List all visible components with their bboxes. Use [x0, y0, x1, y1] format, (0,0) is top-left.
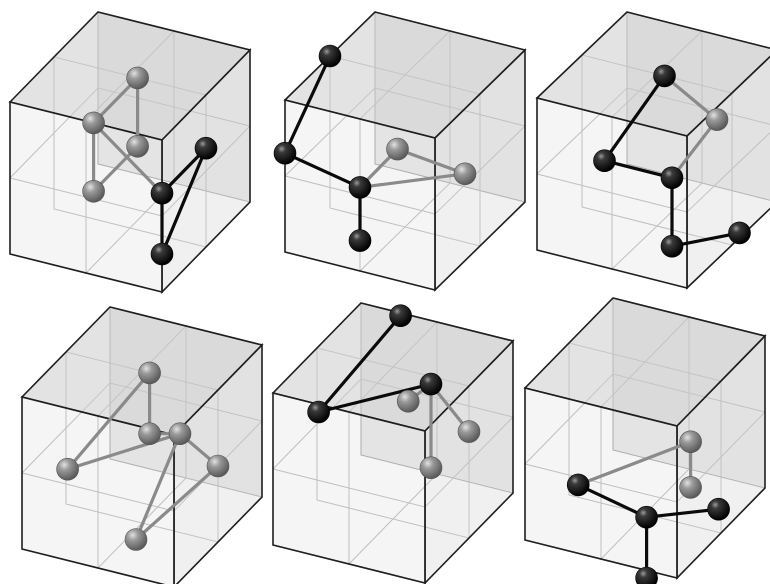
black-atom — [707, 497, 730, 521]
gray-atom — [453, 162, 477, 186]
black-bond — [283, 54, 332, 155]
gray-bond — [358, 172, 467, 189]
black-atom — [660, 166, 684, 190]
gray-bond — [65, 432, 182, 471]
gray-atom — [124, 528, 148, 551]
gray-atom — [126, 135, 149, 158]
black-atom — [307, 400, 330, 424]
gray-atom — [82, 111, 105, 135]
black-bond — [317, 382, 433, 414]
black-bond — [644, 507, 721, 519]
black-atom — [389, 304, 412, 328]
grid-line — [536, 87, 770, 213]
gray-bond — [670, 117, 719, 180]
black-bond — [160, 146, 208, 256]
gray-atom — [56, 457, 79, 481]
gray-bond — [65, 371, 152, 471]
black-atom — [273, 141, 297, 165]
black-atom — [419, 372, 443, 396]
black-atom — [635, 566, 658, 584]
gray-atom — [168, 422, 192, 446]
black-atom — [728, 221, 751, 245]
cube-front-face — [272, 391, 426, 584]
black-atom — [635, 505, 658, 529]
black-bond — [317, 314, 403, 414]
gray-atom — [126, 66, 149, 90]
bond-group — [602, 74, 742, 248]
cube-front-face — [536, 96, 688, 290]
cube-panel-top-left — [8, 11, 252, 294]
gray-atom — [419, 456, 443, 480]
gray-atom — [206, 454, 230, 478]
gray-atom — [457, 420, 481, 443]
black-atom — [194, 136, 218, 160]
gray-atom — [386, 137, 409, 161]
cube-panel-bottom-right — [523, 297, 767, 584]
black-atom — [566, 473, 590, 497]
black-atom — [348, 176, 372, 199]
black-atom — [593, 149, 616, 172]
gray-bond — [662, 74, 719, 122]
cube-front-face — [524, 386, 678, 580]
gray-atom — [679, 430, 702, 454]
gray-atom — [705, 108, 729, 131]
black-atom — [318, 44, 342, 68]
cube-panel-bottom-left — [20, 306, 264, 584]
cube-panel-bottom-middle — [271, 302, 515, 584]
gray-atom — [396, 389, 420, 413]
black-atom — [150, 242, 174, 266]
cube-panel-top-right — [535, 11, 770, 290]
black-bond — [283, 151, 362, 189]
gray-bond — [576, 440, 693, 487]
black-bond — [602, 159, 674, 180]
gray-atom — [82, 180, 105, 203]
black-bond — [602, 74, 667, 163]
black-atom — [660, 234, 684, 258]
cube-panel-top-middle — [273, 11, 527, 292]
gray-atom — [679, 476, 702, 499]
gray-bond — [134, 432, 182, 542]
gray-bond — [395, 147, 467, 176]
gray-atom — [138, 422, 161, 446]
black-bond — [576, 483, 649, 519]
black-atom — [348, 229, 372, 252]
black-atom — [150, 181, 174, 205]
black-atom — [653, 64, 676, 88]
black-bond — [670, 231, 742, 248]
gray-atom — [138, 361, 161, 385]
gray-bond — [91, 121, 164, 195]
gray-bond — [134, 464, 220, 542]
